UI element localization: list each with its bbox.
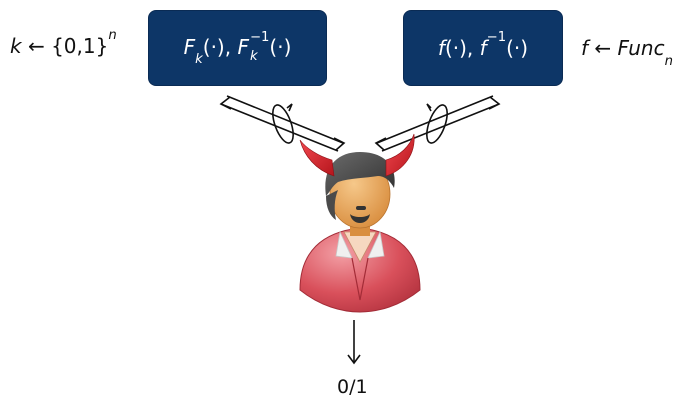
adversary-sideburn xyxy=(326,190,338,220)
left-query-arrow-line xyxy=(226,95,344,144)
random-function-oracle-box: f(·), f−1(·) xyxy=(404,11,562,85)
left-arrowhead-to-box xyxy=(219,96,232,110)
left-response-arrow-line xyxy=(220,103,339,152)
key-sampling-label: k ← {0,1}n xyxy=(10,27,117,58)
adversary-collar-left xyxy=(335,230,353,259)
output-arrowhead xyxy=(347,354,361,365)
left-loop-arrowhead xyxy=(286,103,293,112)
adversary-output-label: 0/1 xyxy=(337,376,368,398)
adversary-hair xyxy=(325,152,395,196)
right-query-arrow-line xyxy=(376,95,494,144)
right-response-arrow-line xyxy=(381,103,500,152)
adversary-shirt xyxy=(299,227,421,313)
adversary-right-horn xyxy=(385,133,415,177)
devil-adversary-icon xyxy=(299,133,421,313)
output-arrow xyxy=(347,320,361,365)
right-arrowhead-to-box xyxy=(488,96,501,110)
right-repeat-loop-icon xyxy=(426,104,448,144)
function-sampling-label: f ← Funcn xyxy=(581,36,673,69)
adversary-lapels xyxy=(351,257,369,301)
adversary-goatee xyxy=(350,214,370,223)
adversary-left-horn xyxy=(299,139,335,177)
left-query-arrows xyxy=(219,95,346,152)
left-repeat-loop-icon xyxy=(272,104,294,144)
right-query-arrows xyxy=(374,95,501,152)
right-loop-arrowhead xyxy=(426,103,432,112)
random-function-oracle-label: f(·), f−1(·) xyxy=(437,29,529,60)
left-arrowhead-to-adversary xyxy=(333,137,346,151)
right-arrowhead-to-adversary xyxy=(374,137,387,151)
adversary-mustache xyxy=(356,206,366,210)
adversary-collar-right xyxy=(367,230,385,259)
